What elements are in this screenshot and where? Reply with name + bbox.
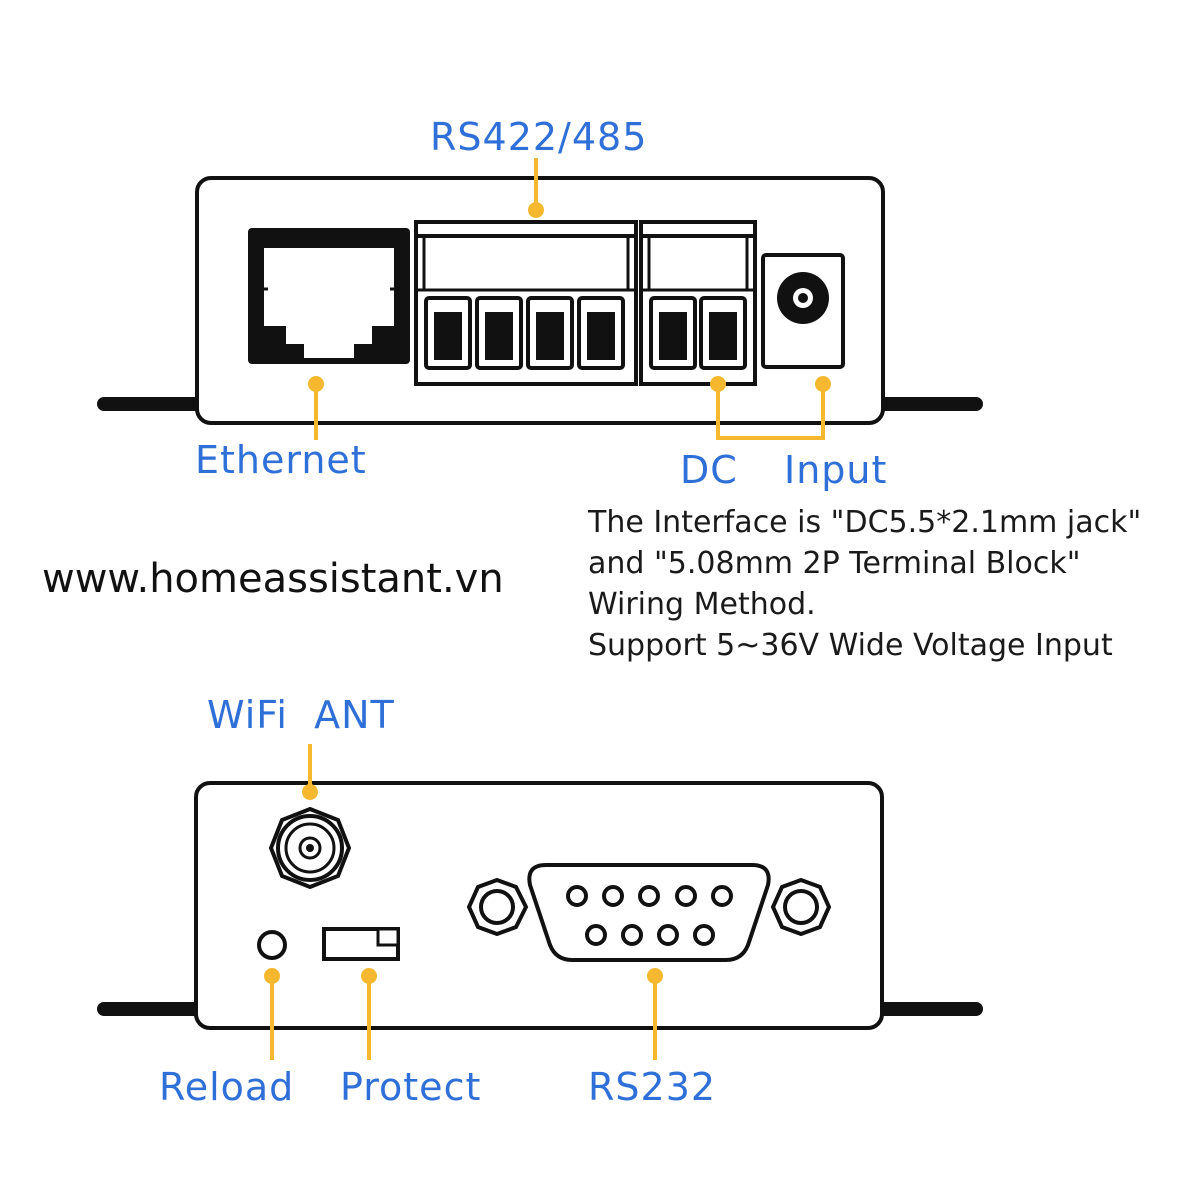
db9-right-screw [770,877,832,937]
dc-terminal-block [639,220,757,386]
top-leader-dots [308,202,831,392]
top-leaders [314,158,825,440]
reload-button [257,930,287,960]
power-interface-description: The Interface is "DC5.5*2.1mm jack" and … [588,502,1141,666]
bottom-panel [97,744,983,1060]
wifi-antenna-connector [268,806,352,890]
protect-switch [322,927,400,961]
description-line-4: Support 5~36V Wide Voltage Input [588,628,1113,663]
description-line-3: Wiring Method. [588,587,816,622]
ethernet-port [248,228,410,364]
db9-left-screw [466,877,529,937]
dc-label: DC [680,448,738,492]
rs232-db9-connector [466,863,832,962]
website-watermark: www.homeassistant.vn [42,556,504,602]
ethernet-label: Ethernet [195,438,367,482]
rs422-485-label: RS422/485 [430,115,648,159]
reload-label: Reload [159,1065,295,1109]
db9-pins [566,885,733,946]
input-label: Input [784,448,888,492]
description-line-2: and "5.08mm 2P Terminal Block" [588,546,1081,581]
protect-label: Protect [340,1065,482,1109]
rs485-terminal-block [414,220,638,386]
wifi-ant-label: WiFi ANT [207,693,395,737]
bottom-leader-dots [264,784,663,984]
rs232-label: RS232 [588,1065,717,1109]
top-panel [97,158,983,440]
description-line-1: The Interface is "DC5.5*2.1mm jack" [588,505,1142,540]
rs485-terminal-slots [424,296,625,370]
dc-barrel-jack [761,253,845,369]
